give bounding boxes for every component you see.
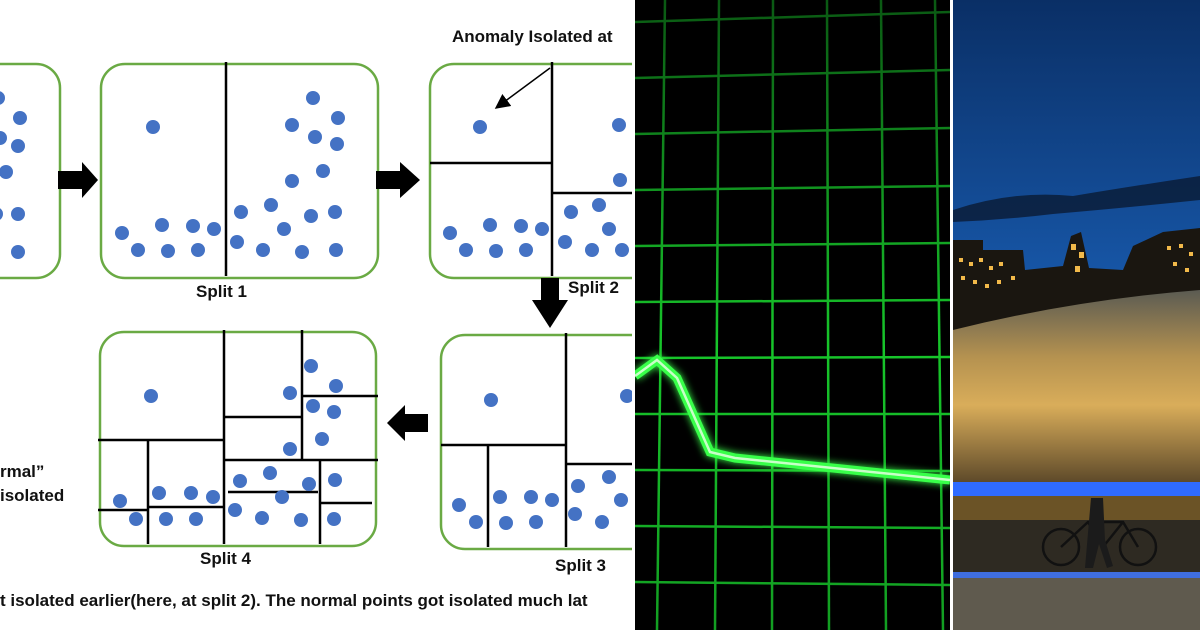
annotation-pointer — [494, 67, 551, 109]
flow-arrow-right — [58, 162, 98, 198]
night-city-bicycle-icon — [953, 0, 1200, 630]
grid-trace-canvas — [635, 0, 950, 630]
initial-data-box — [0, 62, 62, 280]
diagram-caption: t isolated earlier(here, at split 2). Th… — [0, 591, 588, 610]
isolation-forest-diagram: Anomaly Isolated at Split 1 Split 2 Spli… — [0, 27, 635, 610]
split-1-label: Split 1 — [196, 282, 248, 301]
split-4-box — [98, 330, 378, 548]
person-silhouette — [1085, 498, 1113, 568]
split-4-label: Split 4 — [200, 549, 252, 568]
flow-arrow-left — [387, 405, 428, 441]
building-lights — [959, 244, 1193, 288]
side-text-line-2: isolated — [0, 486, 65, 505]
flow-arrow-right — [376, 162, 420, 198]
blue-light-strip — [953, 482, 1200, 496]
night-city-photo — [953, 0, 1200, 630]
anomaly-annotation: Anomaly Isolated at — [452, 27, 613, 46]
split-1-box — [99, 62, 380, 280]
panel-divider — [632, 0, 635, 630]
split-3-box — [439, 333, 635, 551]
diagram-canvas — [0, 62, 635, 551]
split-3-label: Split 3 — [555, 556, 607, 575]
flow-arrow-down — [532, 278, 568, 328]
split-2-label: Split 2 — [568, 278, 620, 297]
green-grid-trace-image — [635, 0, 950, 630]
panel-divider — [950, 0, 953, 630]
side-text-line-1: rmal” — [0, 462, 45, 481]
split-2-box — [428, 62, 635, 280]
